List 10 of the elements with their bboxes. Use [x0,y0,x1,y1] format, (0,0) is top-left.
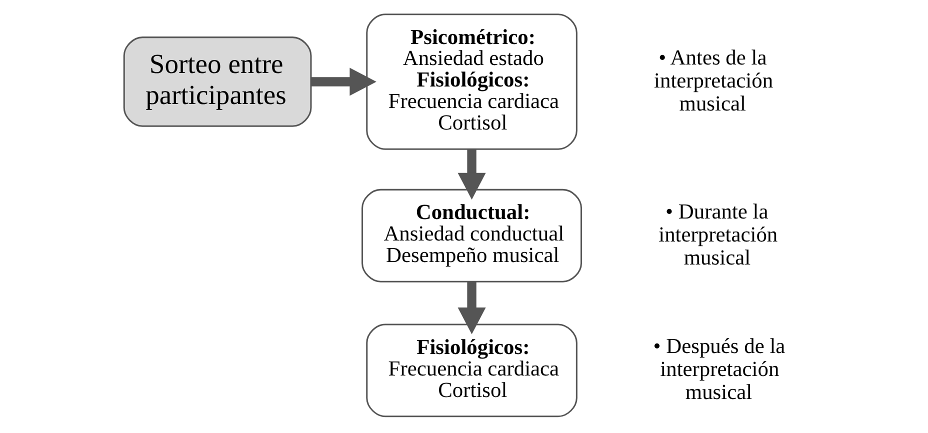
node-box: Fisiológicos: Frecuencia cardiaca Cortisol [366,324,577,418]
node-label: • Antes de la interpretación musical [654,45,773,116]
arrow [457,149,486,200]
node-label: • Después de la interpretación musical [652,334,785,404]
arrow [310,68,376,96]
node-box: Psicométrico: Ansiedad estado Fisiológicos: Frecuencia cardiaca Cortisol [366,14,577,150]
node-box: Sorteo entre participantes [122,36,312,127]
arrow [457,282,486,334]
node-label: • Durante la interpretación musical [658,199,778,270]
node-box: Conductual: Ansiedad conductual Desempeño musical [361,188,582,282]
